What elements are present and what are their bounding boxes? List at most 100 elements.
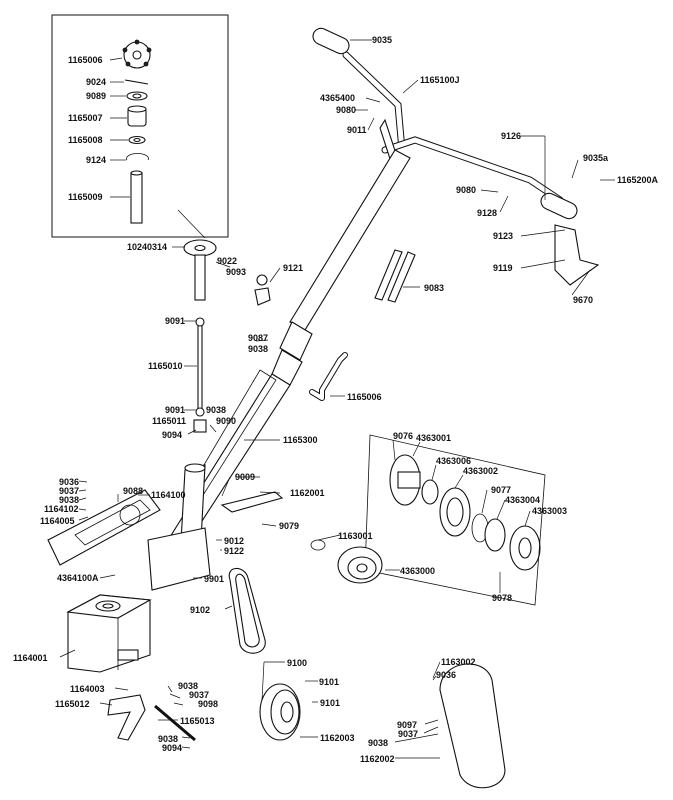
part-label-9087: 9087 xyxy=(248,333,269,343)
part-label-9078: 9078 xyxy=(492,593,513,603)
part-label-9097: 9097 xyxy=(397,720,418,730)
part-label-9036-left: 9036 xyxy=(59,477,80,487)
part-label-9038-rod: 9038 xyxy=(206,405,227,415)
part-label-1163001: 1163001 xyxy=(338,531,373,541)
inset-key xyxy=(124,79,149,85)
part-label-10240314: 10240314 xyxy=(127,242,168,252)
base-plate xyxy=(147,527,211,591)
belt-cover xyxy=(439,663,506,789)
part-label-9101-bottom: 9101 xyxy=(320,698,341,708)
part-label-1165100j: 1165100J xyxy=(420,75,460,85)
part-label-4363002: 4363002 xyxy=(463,466,499,476)
part-label-9083: 9083 xyxy=(424,283,445,293)
part-label-9100: 9100 xyxy=(287,658,308,668)
hood-plate xyxy=(47,489,161,566)
part-label-1165007: 1165007 xyxy=(68,113,103,123)
part-label-1165300: 1165300 xyxy=(283,435,318,445)
part-label-9011: 9011 xyxy=(347,125,367,135)
part-label-9038-fork: 9038 xyxy=(178,681,199,691)
part-label-9009: 9009 xyxy=(235,472,256,482)
ring-1163001 xyxy=(310,539,326,551)
leader-lines xyxy=(59,39,615,759)
part-label-1165012: 1165012 xyxy=(55,699,90,709)
part-label-1162001: 1162001 xyxy=(290,488,325,498)
part-label-9038-left: 9038 xyxy=(59,495,80,505)
part-label-9077: 9077 xyxy=(491,485,512,495)
inset-star-hub xyxy=(122,39,152,69)
part-label-9012: 9012 xyxy=(224,536,245,546)
part-label-1165006-wrench: 1165006 xyxy=(347,392,382,402)
clutch-parts xyxy=(389,454,541,571)
part-label-9098: 9098 xyxy=(198,699,219,709)
part-label-9038-cover: 9038 xyxy=(368,738,389,748)
part-label-1164001: 1164001 xyxy=(13,653,48,663)
part-label-4364100a: 4364100A xyxy=(57,573,99,583)
part-label-9124: 9124 xyxy=(86,155,107,165)
part-label-9901: 9901 xyxy=(204,574,225,584)
inset-frame xyxy=(51,14,229,238)
part-label-9121: 9121 xyxy=(283,263,304,273)
inset-connector xyxy=(177,209,206,239)
part-label-1162002: 1162002 xyxy=(360,754,395,764)
drive-rod xyxy=(193,317,207,433)
part-label-9119: 9119 xyxy=(493,263,513,273)
inset-circlip xyxy=(126,153,149,161)
part-label-9094-top: 9094 xyxy=(162,430,183,440)
drive-star-hub xyxy=(183,239,217,301)
part-label-1164102: 1164102 xyxy=(44,504,79,514)
part-label-9022: 9022 xyxy=(217,256,238,266)
part-label-4363004: 4363004 xyxy=(505,495,541,505)
part-label-9037-fork: 9037 xyxy=(189,690,210,700)
small-pulley xyxy=(259,683,301,741)
part-label-9080-right: 9080 xyxy=(456,185,477,195)
part-label-9037-left: 9037 xyxy=(59,486,80,496)
part-label-9122: 9122 xyxy=(224,546,245,556)
part-label-1163002: 1163002 xyxy=(441,657,476,667)
spacer-rods xyxy=(374,249,416,303)
part-label-1165009: 1165009 xyxy=(68,192,103,202)
part-label-1165006-inset: 1165006 xyxy=(68,55,103,65)
part-label-4363006: 4363006 xyxy=(436,456,472,466)
shift-fork xyxy=(107,694,196,742)
gear-box xyxy=(66,594,152,673)
inset-bearing xyxy=(126,91,148,101)
part-label-9093: 9093 xyxy=(226,267,247,277)
part-label-9024: 9024 xyxy=(86,77,107,87)
part-label-9079: 9079 xyxy=(279,521,300,531)
large-pulley xyxy=(337,546,383,584)
part-label-9101-top: 9101 xyxy=(319,677,340,687)
part-label-4363001: 4363001 xyxy=(416,433,452,443)
bracket xyxy=(220,491,284,513)
part-label-1162003: 1162003 xyxy=(320,733,355,743)
part-label-9036-cover: 9036 xyxy=(436,670,457,680)
part-label-9035: 9035 xyxy=(372,35,393,45)
part-label-9035a: 9035a xyxy=(583,153,609,163)
part-label-9089: 9089 xyxy=(86,91,107,101)
inset-bushing xyxy=(127,105,147,127)
part-label-9091-bottom: 9091 xyxy=(165,405,186,415)
part-label-9090: 9090 xyxy=(216,416,237,426)
v-belt xyxy=(228,567,266,654)
part-label-9088: 9088 xyxy=(123,486,144,496)
part-label-9038-mid: 9038 xyxy=(248,344,269,354)
part-label-1164003: 1164003 xyxy=(70,684,105,694)
part-label-9123: 9123 xyxy=(493,231,514,241)
part-label-9080-top: 9080 xyxy=(336,105,357,115)
part-label-1165013: 1165013 xyxy=(180,716,215,726)
clutch-outline xyxy=(364,434,546,606)
part-label-9126: 9126 xyxy=(501,131,522,141)
part-label-9037-cover: 9037 xyxy=(398,729,419,739)
handlebar xyxy=(312,27,578,220)
inset-shaft xyxy=(130,170,143,224)
part-label-1164005: 1164005 xyxy=(40,516,75,526)
part-label-1165010: 1165010 xyxy=(148,361,183,371)
part-label-9670: 9670 xyxy=(573,295,594,305)
deflector xyxy=(554,224,600,286)
part-label-1165011: 1165011 xyxy=(152,416,187,426)
inset-washer xyxy=(128,135,146,145)
part-label-1164100: 1164100 xyxy=(151,490,186,500)
knob xyxy=(254,274,271,306)
part-label-9094-bottom: 9094 xyxy=(162,743,183,753)
